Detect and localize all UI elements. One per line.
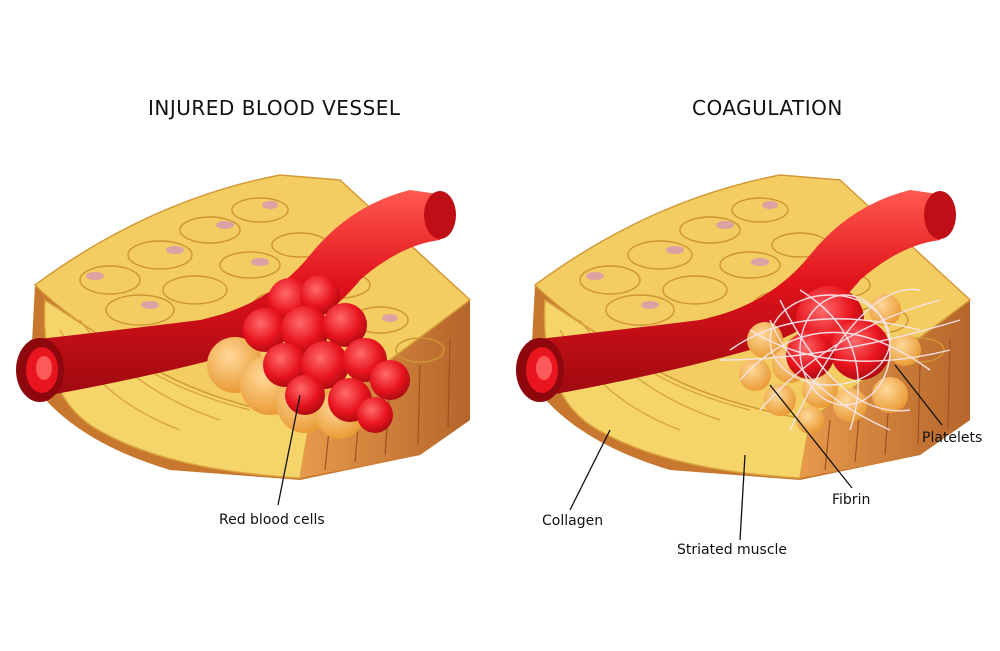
injured-vessel-illustration <box>16 174 471 506</box>
panel-title-injured: INJURED BLOOD VESSEL <box>148 96 401 120</box>
label-striated-muscle: Striated muscle <box>677 542 788 558</box>
coagulation-illustration <box>516 174 971 541</box>
label-red-blood-cells: Red blood cells <box>219 512 325 528</box>
fibrin-mesh <box>719 288 961 431</box>
red-blood-cells-cluster <box>243 275 410 433</box>
label-fibrin: Fibrin <box>832 492 871 508</box>
leader-line-red-blood-cells <box>277 394 301 506</box>
panel-title-coagulation: COAGULATION <box>692 96 843 120</box>
label-platelets: Platelets <box>922 430 983 446</box>
label-collagen: Collagen <box>542 513 604 529</box>
leader-lines-coagulation <box>569 364 943 541</box>
